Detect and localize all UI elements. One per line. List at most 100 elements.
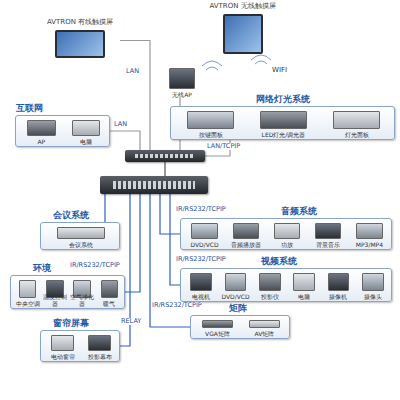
device-node: AV矩阵 xyxy=(241,318,288,337)
device-label: 暖气 xyxy=(96,301,123,308)
device-icon xyxy=(72,120,101,136)
edge-label: LAN xyxy=(114,121,127,128)
device-label: 电脑 xyxy=(287,294,321,301)
group-heading: 网络灯光系统 xyxy=(256,94,310,105)
device-icon xyxy=(260,111,307,129)
device-label: 功放 xyxy=(266,242,307,249)
device-icon xyxy=(233,223,259,239)
device-icon xyxy=(187,111,234,129)
device-node: DVD/VCD xyxy=(218,271,252,300)
device-label: MP3/MP4 xyxy=(349,242,390,249)
device-icon xyxy=(51,335,75,351)
device-node: 按键面板 xyxy=(174,109,247,138)
group-heading: 环境 xyxy=(33,263,51,274)
device-label: 电动窗帘 xyxy=(44,354,81,361)
device-label: LED灯光/调光器 xyxy=(247,132,320,139)
wifi-waves xyxy=(251,55,271,64)
device-node: 无线AP xyxy=(162,66,202,98)
device-icon xyxy=(225,273,247,291)
edge-label: IR/RS232/TCPIP xyxy=(152,302,202,309)
group-box: 网络灯光系统按键面板LED灯光/调光器灯光面板 xyxy=(170,106,395,140)
device-node: LED灯光/调光器 xyxy=(247,109,320,138)
connector xyxy=(120,41,150,151)
device-icon xyxy=(169,68,195,89)
device-icon xyxy=(259,273,281,291)
device-icon xyxy=(202,320,232,328)
device-node: 温度控制器 xyxy=(41,278,68,307)
device-node: 电脑 xyxy=(287,271,321,300)
device-label: 音频播放器 xyxy=(225,242,266,249)
device-icon xyxy=(88,335,112,351)
group-box: 音频系统DVD/VCD音频播放器功放背景音乐MP3/MP4 xyxy=(180,218,392,250)
network-device xyxy=(125,150,205,162)
device-node: 音频播放器 xyxy=(225,221,266,248)
panel-label: AVTRON 无线触摸屏 xyxy=(205,2,280,11)
connector xyxy=(125,194,140,292)
device-label: 背景音乐 xyxy=(308,242,349,249)
device-icon xyxy=(293,273,315,291)
group-heading: 视频系统 xyxy=(261,256,297,267)
device-label: AV矩阵 xyxy=(241,331,288,338)
ports xyxy=(113,181,195,188)
device-node: 背景音乐 xyxy=(308,221,349,248)
device-icon xyxy=(190,273,212,291)
connector xyxy=(164,162,165,176)
connector xyxy=(110,131,140,150)
device-icon xyxy=(57,227,104,239)
group-box: 窗帘屏幕电动窗帘投影幕布 xyxy=(40,330,120,362)
ports xyxy=(135,154,196,159)
group-box: 互联网AP电脑 xyxy=(15,115,110,147)
device-node: 功放 xyxy=(266,221,307,248)
device-icon xyxy=(249,320,279,328)
wifi-waves xyxy=(202,61,222,70)
device-label: 中央空调 xyxy=(14,301,41,308)
device-label: 电视机 xyxy=(184,294,218,301)
device-icon xyxy=(362,273,384,291)
device-node: 会议系统 xyxy=(44,225,118,248)
group-box: 视频系统电视机DVD/VCD投影仪电脑摄像机摄像头 xyxy=(180,268,392,302)
wifi-label: WIFI xyxy=(272,66,287,74)
network-device xyxy=(100,176,208,194)
device-node: 空气净化器 xyxy=(69,278,96,307)
device-node: 电视机 xyxy=(184,271,218,300)
edge-label: IR/RS232/TCPIP xyxy=(176,256,226,263)
device-label: 摄像头 xyxy=(356,294,390,301)
device-label: 摄像机 xyxy=(321,294,355,301)
device-label: 按键面板 xyxy=(174,132,247,139)
group-box: 环境中央空调温度控制器空气净化器暖气 xyxy=(10,275,125,309)
edge-label: IR/RS232/TCPIP xyxy=(176,206,226,213)
group-heading: 矩阵 xyxy=(229,303,247,314)
group-heading: 音频系统 xyxy=(281,206,317,217)
device-label: VGA矩阵 xyxy=(194,331,241,338)
device-label: 投影仪 xyxy=(253,294,287,301)
device-node: 电动窗帘 xyxy=(44,333,81,360)
edge-label: RELAY xyxy=(121,318,141,325)
device-node: VGA矩阵 xyxy=(194,318,241,337)
device-label: DVD/VCD xyxy=(218,294,252,301)
connector xyxy=(104,194,105,222)
device-node: 投影幕布 xyxy=(81,333,118,360)
device-label: 电脑 xyxy=(64,139,109,146)
device-icon xyxy=(101,280,118,298)
device-icon xyxy=(333,111,380,129)
device-icon xyxy=(191,223,217,239)
device-node: 灯光面板 xyxy=(320,109,393,138)
device-icon xyxy=(274,223,300,239)
device-node: DVD/VCD xyxy=(184,221,225,248)
device-node: AP xyxy=(19,118,64,145)
device-label: 投影幕布 xyxy=(81,354,118,361)
group-box: 矩阵VGA矩阵AV矩阵 xyxy=(190,315,290,339)
device-label: AP xyxy=(19,139,64,146)
device-node: 中央空调 xyxy=(14,278,41,307)
group-box: 会议系统会议系统 xyxy=(40,222,120,250)
device-node: 电脑 xyxy=(64,118,109,145)
device-label: 空气净化器 xyxy=(69,294,96,307)
device-label: DVD/VCD xyxy=(184,242,225,249)
group-heading: 会议系统 xyxy=(53,210,89,221)
device-node: 投影仪 xyxy=(253,271,287,300)
touch-screen xyxy=(223,14,263,54)
device-node: MP3/MP4 xyxy=(349,221,390,248)
panel-label: AVTRON 有线触摸屏 xyxy=(40,18,120,27)
edge-label: LAN xyxy=(126,68,139,75)
